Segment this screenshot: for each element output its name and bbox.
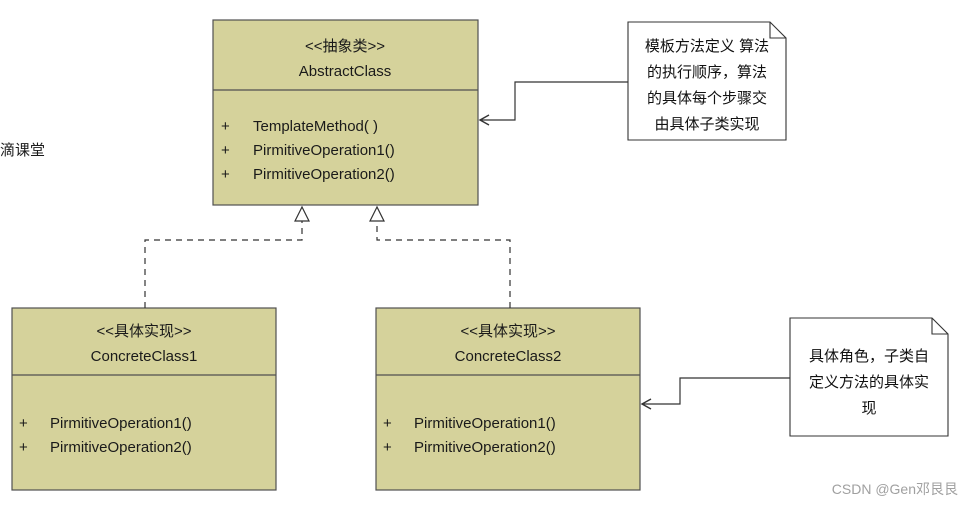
concrete-class-2-name: ConcreteClass2 <box>455 348 562 365</box>
method-visibility: + <box>383 415 392 432</box>
method-primitive-operation-2: PirmitiveOperation2() <box>253 166 395 183</box>
note-1-box <box>627 21 787 141</box>
concrete-class-1-name: ConcreteClass1 <box>91 348 198 365</box>
method-visibility: + <box>383 439 392 456</box>
note-2-line: 具体角色，子类自 <box>809 348 929 365</box>
note-1-line: 的具体每个步骤交 <box>647 89 767 107</box>
note-1-line: 的执行顺序，算法 <box>647 63 767 81</box>
method-template-method: TemplateMethod( ) <box>253 118 378 135</box>
dashed-connector <box>144 221 303 308</box>
note-1-connector <box>478 81 628 126</box>
note-1-line: 由具体子类实现 <box>654 116 759 133</box>
note-2-line: 定义方法的具体实 <box>809 374 929 391</box>
credit-watermark: CSDN @Gen邓艮艮 <box>832 481 958 497</box>
note-2-connector <box>640 377 790 410</box>
inheritance-link-2 <box>369 205 511 308</box>
abstract-class-stereotype: <<抽象类>> <box>305 38 385 55</box>
hollow-triangle-arrowhead <box>369 205 385 222</box>
concrete-class-1: <<具体实现>> ConcreteClass1 + PirmitiveOpera… <box>11 307 277 491</box>
abstract-class-name: AbstractClass <box>299 63 392 80</box>
concrete-class-1-box <box>11 307 277 491</box>
note-2-box <box>789 317 949 437</box>
abstract-class-box <box>212 19 479 206</box>
inheritance-link-1 <box>144 205 310 308</box>
abstract-class: <<抽象类>> AbstractClass + TemplateMethod( … <box>212 19 479 206</box>
method-primitive-operation-1: PirmitiveOperation1() <box>414 415 556 432</box>
note-1-line: 模板方法定义 算法 <box>645 37 769 55</box>
method-primitive-operation-1: PirmitiveOperation1() <box>50 415 192 432</box>
hollow-triangle-arrowhead <box>294 205 310 222</box>
arrowhead-icon <box>640 398 652 410</box>
dashed-connector <box>376 221 511 308</box>
method-primitive-operation-2: PirmitiveOperation2() <box>414 439 556 456</box>
note-1-folded-corner <box>769 22 786 39</box>
method-primitive-operation-1: PirmitiveOperation1() <box>253 142 395 159</box>
arrowhead-icon <box>478 114 490 126</box>
method-visibility: + <box>19 415 28 432</box>
note-2-folded-corner <box>931 318 948 335</box>
note-concrete-role: 具体角色，子类自 定义方法的具体实 现 <box>789 317 949 437</box>
note-2-connector-line <box>642 377 790 405</box>
note-1-connector-line <box>480 81 628 121</box>
side-label: 滴课堂 <box>0 141 45 159</box>
note-template-method: 模板方法定义 算法 的执行顺序，算法 的具体每个步骤交 由具体子类实现 <box>627 21 787 141</box>
note-2-line: 现 <box>861 400 876 417</box>
concrete-class-1-stereotype: <<具体实现>> <box>96 323 191 340</box>
concrete-class-2-box <box>375 307 641 491</box>
method-visibility: + <box>221 142 230 159</box>
concrete-class-2: <<具体实现>> ConcreteClass2 + PirmitiveOpera… <box>375 307 641 491</box>
method-visibility: + <box>19 439 28 456</box>
method-visibility: + <box>221 166 230 183</box>
method-primitive-operation-2: PirmitiveOperation2() <box>50 439 192 456</box>
concrete-class-2-stereotype: <<具体实现>> <box>460 323 555 340</box>
method-visibility: + <box>221 118 230 135</box>
